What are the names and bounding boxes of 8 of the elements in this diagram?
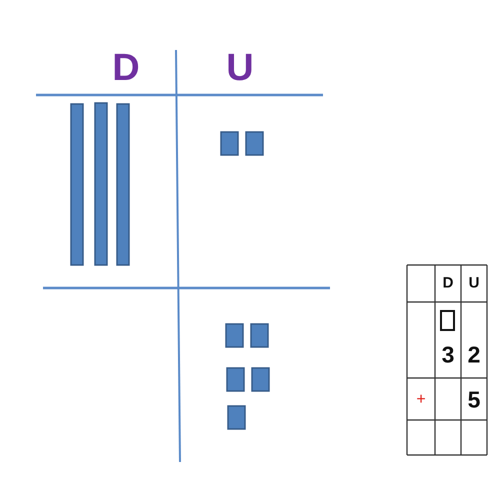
- digit: 2: [468, 344, 480, 366]
- column-heading: U: [468, 276, 480, 290]
- column-heading: D: [442, 276, 454, 290]
- digit: 3: [442, 344, 454, 366]
- column-heading: U: [226, 49, 254, 87]
- column-heading: D: [112, 49, 140, 87]
- plus-sign: +: [416, 392, 426, 408]
- digit: 5: [468, 388, 480, 412]
